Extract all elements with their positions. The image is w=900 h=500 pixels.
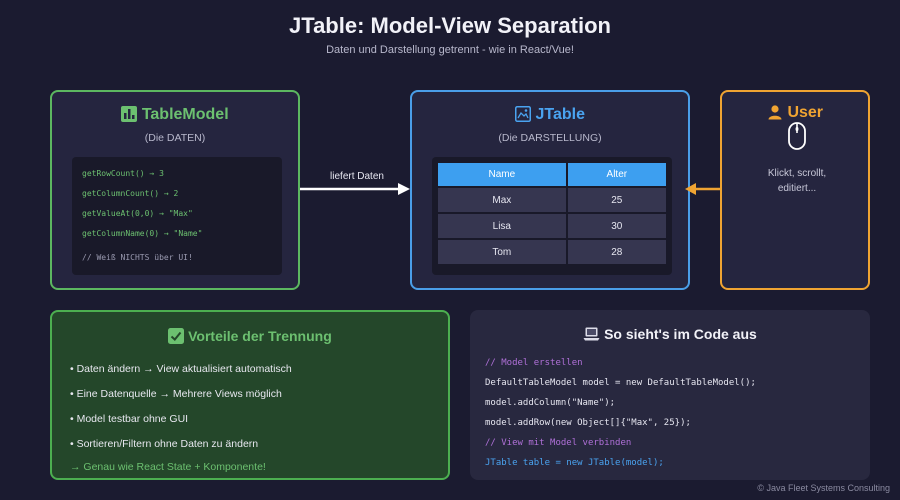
table-row[interactable]: Tom 28 bbox=[438, 240, 666, 264]
jtable-table-wrap: Name Alter Max 25 Lisa 30 Tom 28 bbox=[432, 157, 672, 275]
jtable-subtitle: (Die DARSTELLUNG) bbox=[498, 132, 602, 144]
column-header-alter[interactable]: Alter bbox=[567, 163, 666, 186]
code-line: DefaultTableModel model = new DefaultTab… bbox=[485, 378, 756, 388]
user-header: User bbox=[722, 104, 868, 122]
vorteile-box: Vorteile der Trennung • Daten ändern → V… bbox=[50, 310, 450, 480]
code-line: getColumnCount() → 2 bbox=[82, 189, 179, 198]
column-header-name[interactable]: Name bbox=[438, 163, 566, 186]
table-row[interactable]: Lisa 30 bbox=[438, 214, 666, 238]
code-line: model.addColumn("Name"); bbox=[485, 398, 616, 408]
list-item: • Model testbar ohne GUI bbox=[70, 413, 189, 425]
code-comment: // Model erstellen bbox=[485, 358, 583, 368]
check-box-icon bbox=[168, 328, 185, 344]
arrow-label: liefert Daten bbox=[330, 171, 384, 182]
table-model-code-panel: getRowCount() → 3 getColumnCount() → 2 g… bbox=[72, 157, 282, 275]
code-example-header: So sieht's im Code aus bbox=[470, 326, 870, 342]
laptop-icon bbox=[583, 327, 600, 341]
data-table: Name Alter Max 25 Lisa 30 Tom 28 bbox=[436, 161, 668, 266]
code-example-lines: // Model erstellen DefaultTableModel mod… bbox=[485, 356, 756, 476]
mouse-icon bbox=[788, 122, 806, 150]
table-cell[interactable]: 25 bbox=[567, 188, 666, 212]
jtable-title: JTable bbox=[535, 106, 585, 123]
user-icon bbox=[768, 105, 782, 120]
code-line: getRowCount() → 3 bbox=[82, 169, 164, 178]
table-cell[interactable]: 30 bbox=[567, 214, 666, 238]
user-title: User bbox=[787, 104, 824, 121]
code-line: getValueAt(0,0) → "Max" bbox=[82, 209, 193, 218]
code-example-title: So sieht's im Code aus bbox=[604, 326, 757, 342]
code-line: getColumnName(0) → "Name" bbox=[82, 229, 203, 238]
table-row[interactable]: Max 25 bbox=[438, 188, 666, 212]
code-comment: // View mit Model verbinden bbox=[485, 438, 632, 448]
table-model-header: TableModel bbox=[52, 106, 298, 124]
code-line: JTable table = new JTable(model); bbox=[485, 458, 664, 468]
vorteile-header: Vorteile der Trennung bbox=[52, 328, 448, 344]
code-example-box: So sieht's im Code aus // Model erstelle… bbox=[470, 310, 870, 480]
table-cell[interactable]: Max bbox=[438, 188, 566, 212]
list-item: • Sortieren/Filtern ohne Daten zu ändern bbox=[70, 438, 259, 450]
table-cell[interactable]: Lisa bbox=[438, 214, 566, 238]
table-model-subtitle: (Die DATEN) bbox=[144, 132, 206, 144]
list-item: • Eine Datenquelle → Mehrere Views mögli… bbox=[70, 388, 282, 400]
vorteile-list: • Daten ändern → View aktualisiert autom… bbox=[70, 362, 292, 462]
table-header-row: Name Alter bbox=[438, 163, 666, 186]
user-description-line1: Klickt, scrollt, bbox=[767, 168, 827, 179]
code-comment: // Weiß NICHTS über UI! bbox=[82, 253, 193, 262]
table-model-box: TableModel (Die DATEN) getRowCount() → 3… bbox=[50, 90, 300, 290]
arrow-right-icon bbox=[300, 183, 410, 195]
page-title: JTable: Model-View Separation bbox=[289, 13, 611, 38]
vorteile-title: Vorteile der Trennung bbox=[188, 328, 332, 344]
page-subtitle: Daten und Darstellung getrennt - wie in … bbox=[326, 44, 574, 56]
table-cell[interactable]: Tom bbox=[438, 240, 566, 264]
user-description-line2: editiert... bbox=[777, 183, 817, 194]
code-line: model.addRow(new Object[]{"Max", 25}); bbox=[485, 418, 691, 428]
user-box: User Klickt, scrollt, editiert... bbox=[720, 90, 870, 290]
table-cell[interactable]: 28 bbox=[567, 240, 666, 264]
picture-frame-icon bbox=[515, 106, 532, 122]
copyright-footer: © Java Fleet Systems Consulting bbox=[757, 483, 890, 493]
arrow-left-icon bbox=[685, 183, 720, 195]
jtable-header: JTable bbox=[412, 106, 688, 124]
bar-chart-icon bbox=[121, 106, 138, 122]
vorteile-footer: → Genau wie React State + Komponente! bbox=[70, 461, 266, 473]
jtable-box: JTable (Die DARSTELLUNG) Name Alter Max … bbox=[410, 90, 690, 290]
table-model-title: TableModel bbox=[141, 106, 229, 123]
user-description: Klickt, scrollt, editiert... bbox=[732, 166, 862, 196]
list-item: • Daten ändern → View aktualisiert autom… bbox=[70, 363, 292, 375]
